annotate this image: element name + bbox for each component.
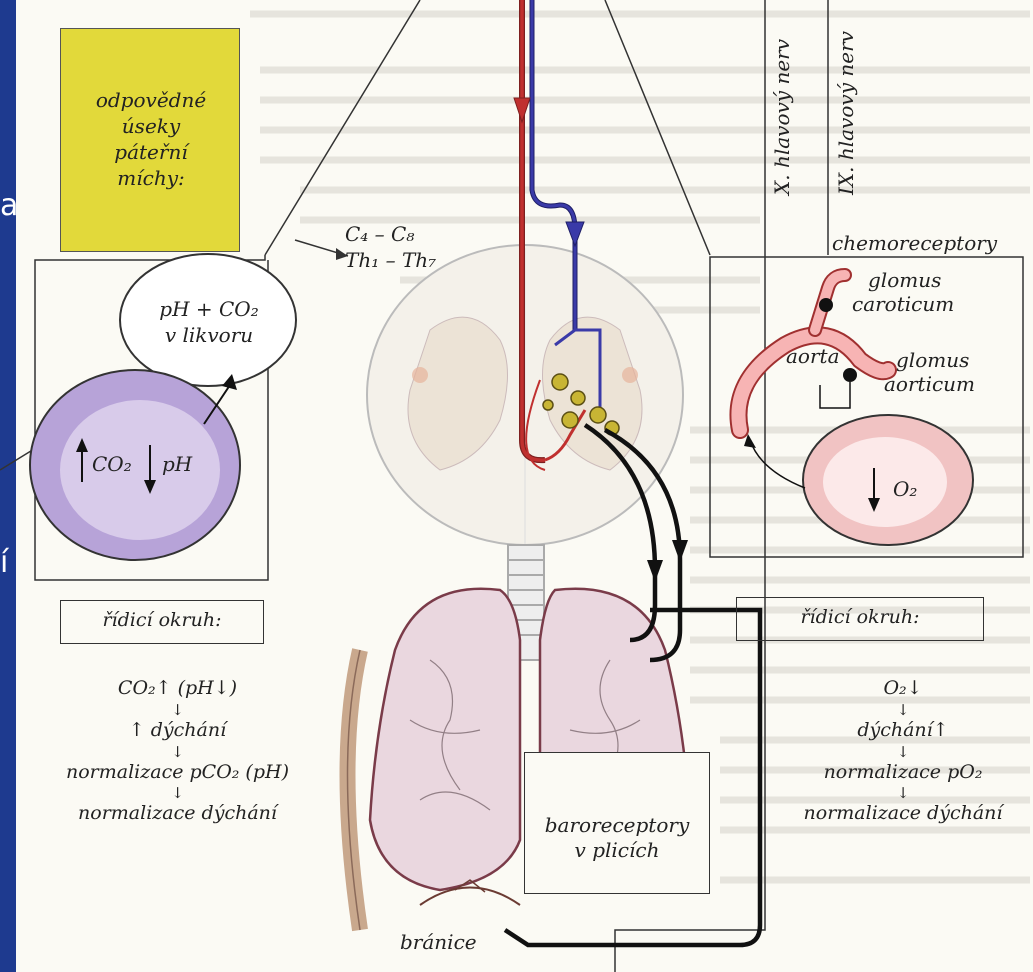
diaphragm-label: bránice — [400, 930, 477, 954]
chemoreceptors-title: chemoreceptory — [832, 231, 997, 255]
o2-oval-label: O₂ — [893, 477, 917, 501]
csf-line1: pH + CO₂ — [150, 297, 268, 321]
csf-line2: v likvoru — [150, 323, 268, 347]
right-chain-step-2: dýchání↑ — [778, 719, 1028, 743]
left-chain: CO₂↑ (pH↓) ↓ ↑ dýchání ↓ normalizace pCO… — [20, 677, 335, 826]
right-chain-step-1: O₂↓ — [778, 677, 1028, 701]
glomus-aorticum-line1: glomus — [896, 348, 969, 372]
spinal-box-line1: odpovědné — [62, 88, 240, 112]
nerve-ix-label: IX. hlavový nerv — [834, 31, 858, 195]
left-chain-arrow-2: ↓ — [20, 743, 335, 761]
right-chain-arrow-3: ↓ — [778, 784, 1028, 802]
left-chain-arrow-1: ↓ — [20, 701, 335, 719]
segments-thoracic: Th₁ – Th₇ — [345, 248, 436, 272]
baroreceptors-line1: baroreceptory — [524, 813, 710, 837]
right-chain-step-4: normalizace dýchání — [778, 802, 1028, 826]
spinal-box-line3: páteřní — [62, 140, 240, 164]
right-chain-arrow-2: ↓ — [778, 743, 1028, 761]
baroreceptors-line2: v plicích — [524, 838, 710, 862]
right-chain-step-3: normalizace pO₂ — [778, 761, 1028, 785]
left-control-label: řídicí okruh: — [60, 609, 264, 631]
blood-co2-label: CO₂ — [92, 452, 132, 476]
right-chain: O₂↓ ↓ dýchání↑ ↓ normalizace pO₂ ↓ norma… — [778, 677, 1028, 826]
spinal-box-line4: míchy: — [62, 166, 240, 190]
left-chain-step-1: CO₂↑ (pH↓) — [20, 677, 335, 701]
left-chain-step-4: normalizace dýchání — [20, 802, 335, 826]
right-control-label: řídicí okruh: — [736, 606, 984, 628]
glomus-aorticum-line2: aorticum — [884, 372, 975, 396]
glomus-caroticum-line2: caroticum — [852, 292, 954, 316]
left-chain-arrow-3: ↓ — [20, 784, 335, 802]
aorta-label: aorta — [786, 344, 840, 368]
left-chain-step-2: ↑ dýchání — [20, 719, 335, 743]
right-chain-arrow-1: ↓ — [778, 701, 1028, 719]
blood-ph-label: pH — [162, 452, 192, 476]
nerve-x-label: X. hlavový nerv — [770, 39, 794, 195]
spinal-box-line2: úseky — [62, 114, 240, 138]
left-chain-step-3: normalizace pCO₂ (pH) — [20, 761, 335, 785]
glomus-caroticum-line1: glomus — [868, 268, 941, 292]
segments-cervical: C₄ – C₈ — [345, 222, 414, 246]
